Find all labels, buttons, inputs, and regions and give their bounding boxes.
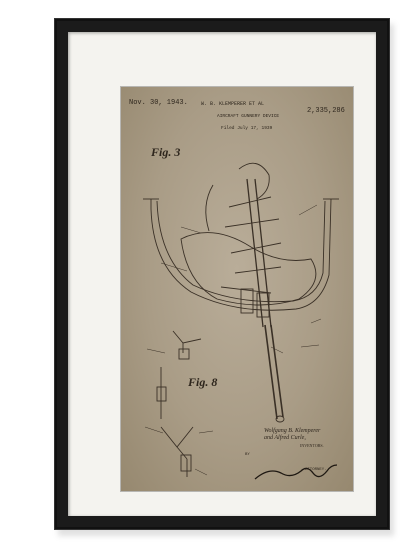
gun-column-2 — [254, 178, 272, 328]
patent-drawing — [143, 162, 339, 480]
seat-back — [205, 184, 214, 232]
fig8-upper-block — [178, 348, 190, 360]
gunner-head — [238, 162, 270, 200]
attorney-role: ATTORNEY. — [305, 468, 327, 472]
inventors-role: INVENTORS. — [300, 443, 324, 448]
fig8-mid-block — [156, 386, 167, 402]
mechanism-box-1 — [240, 288, 254, 314]
inventor-name-line-2: and Alfred Curle, — [264, 435, 306, 441]
inventor-name-line-1: Wolfgang B. Klemperer — [264, 428, 321, 434]
inventor-block: Wolfgang B. Klemperer and Alfred Curle, … — [264, 428, 324, 449]
seat-shape — [180, 232, 317, 306]
leader-lines — [160, 204, 322, 354]
patent-title: AIRCRAFT GUNNERY DEVICE — [217, 114, 280, 119]
patent-filed-date: Filed July 17, 1939 — [221, 126, 273, 131]
attorney-by: BY — [245, 453, 250, 457]
patent-inventor-header: W. B. KLEMPERER ET AL — [201, 101, 265, 107]
mechanism-box-2 — [256, 292, 270, 318]
figure-label-8: Fig. 8 — [188, 375, 218, 389]
turret-shell-inner — [156, 200, 326, 303]
barrel-tip — [275, 415, 285, 423]
gun-barrel-2 — [270, 324, 284, 418]
patent-date: Nov. 30, 1943. — [129, 99, 188, 107]
turret-shell — [150, 198, 332, 311]
mechanism-arms — [220, 196, 282, 294]
fig8-upper-arm — [172, 330, 202, 353]
fig8-lower-fork — [160, 426, 194, 477]
mat-board: Nov. 30, 1943. W. B. KLEMPERER ET AL 2,3… — [68, 32, 376, 516]
picture-frame: Nov. 30, 1943. W. B. KLEMPERER ET AL 2,3… — [54, 18, 390, 530]
gun-column — [246, 178, 264, 328]
attorney-signature — [254, 464, 338, 480]
fig8-leaders — [144, 348, 214, 476]
fig8-lower-block — [180, 454, 192, 472]
figure-label-3: Fig. 3 — [151, 145, 181, 159]
gun-barrel — [264, 324, 278, 420]
patent-print: Nov. 30, 1943. W. B. KLEMPERER ET AL 2,3… — [121, 87, 353, 491]
patent-number: 2,335,286 — [307, 107, 345, 115]
